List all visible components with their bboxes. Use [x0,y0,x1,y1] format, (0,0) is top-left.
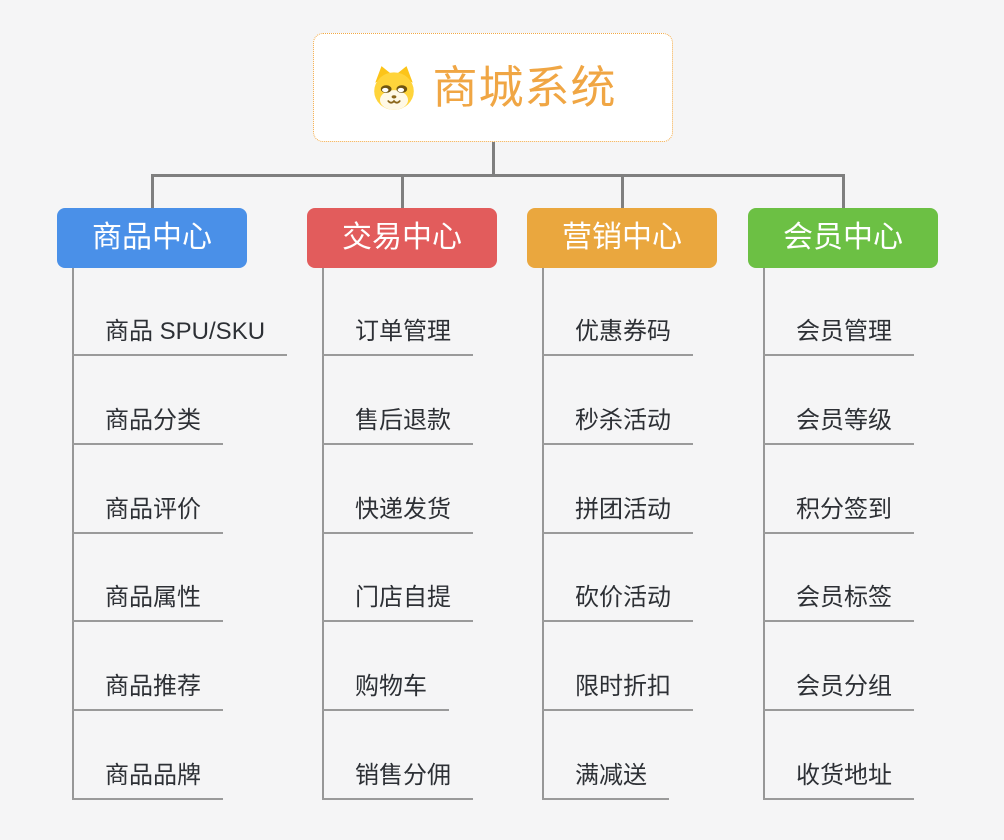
leaf-item[interactable]: 商品 SPU/SKU [72,315,288,356]
leaf-item[interactable]: 秒杀活动 [542,404,693,445]
leaf-item[interactable]: 商品属性 [72,581,223,622]
leaf-item[interactable]: 会员标签 [763,581,914,622]
branch-node[interactable]: 会员中心 [748,208,938,268]
leaf-item[interactable]: 门店自提 [322,581,473,622]
branch-label: 会员中心 [783,221,903,254]
connector-line [492,142,495,174]
leaf-item[interactable]: 限时折扣 [542,670,693,711]
leaf-item[interactable]: 积分签到 [763,493,914,534]
connector-line [401,174,404,208]
connector-line [842,174,845,208]
connector-line [151,174,154,208]
branch-label: 商品中心 [92,221,212,254]
leaf-item[interactable]: 销售分佣 [322,759,473,800]
leaf-item[interactable]: 会员分组 [763,670,914,711]
leaf-item[interactable]: 商品品牌 [72,759,223,800]
branch-label: 营销中心 [562,221,682,254]
branch-node[interactable]: 营销中心 [527,208,717,268]
root-title: 商城系统 [432,62,617,113]
leaf-item[interactable]: 商品分类 [72,404,223,445]
branch-node[interactable]: 交易中心 [307,208,497,268]
dog-face-icon [374,65,415,110]
leaf-item[interactable]: 砍价活动 [542,581,693,622]
leaf-item[interactable]: 优惠券码 [542,315,693,356]
leaf-item[interactable]: 会员等级 [763,404,914,445]
root-node[interactable]: 商城系统 [313,33,673,142]
connector-line [151,174,845,177]
connector-line [621,174,624,208]
leaf-item[interactable]: 会员管理 [763,315,914,356]
leaf-item[interactable]: 售后退款 [322,404,473,445]
leaf-item[interactable]: 订单管理 [322,315,473,356]
leaf-item[interactable]: 拼团活动 [542,493,693,534]
leaf-item[interactable]: 商品评价 [72,493,223,534]
branch-label: 交易中心 [342,221,462,254]
leaf-item[interactable]: 收货地址 [763,759,914,800]
leaf-item[interactable]: 快递发货 [322,493,473,534]
leaf-item[interactable]: 满减送 [542,759,669,800]
leaf-item[interactable]: 商品推荐 [72,670,223,711]
branch-node[interactable]: 商品中心 [57,208,247,268]
leaf-item[interactable]: 购物车 [322,670,449,711]
